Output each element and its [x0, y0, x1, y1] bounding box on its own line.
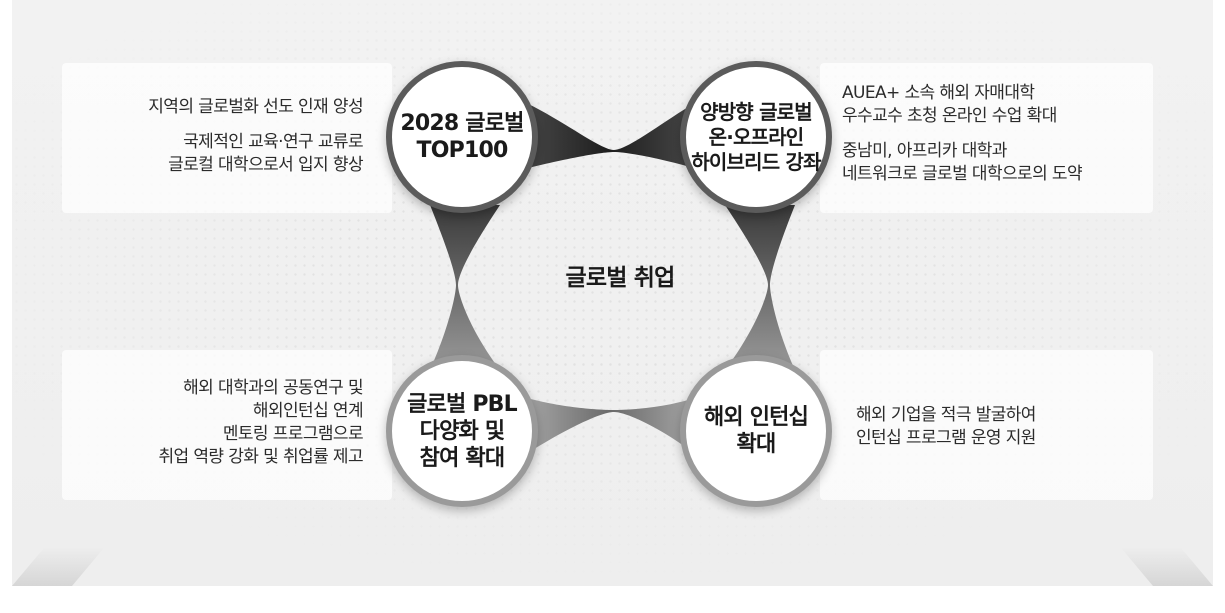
description-line: 인턴십 프로그램 운영 지원	[856, 428, 1036, 448]
description-line: 해외 기업을 적극 발굴하여	[856, 405, 1036, 425]
description-top-left: 지역의 글로벌화 선도 인재 양성 국제적인 교육·연구 교류로 글로컬 대학으…	[148, 96, 363, 177]
description-line: 해외인턴십 연계	[252, 401, 364, 421]
description-bottom-left: 해외 대학과의 공동연구 및 해외인턴십 연계 멘토링 프로그램으로 취업 역량…	[159, 377, 364, 469]
node-bottom-right: 해외 인턴십 확대	[680, 355, 832, 507]
node-label: 2028 글로벌 TOP100	[400, 111, 524, 163]
description-line: 지역의 글로벌화 선도 인재 양성	[148, 97, 363, 117]
description-line: 해외 대학과의 공동연구 및	[183, 378, 363, 398]
center-title: 글로벌 취업	[565, 265, 675, 291]
description-line: 우수교수 초청 온라인 수업 확대	[842, 106, 1057, 126]
description-panel-top-right	[820, 63, 1153, 213]
description-line: 네트워크로 글로벌 대학으로의 도약	[842, 164, 1083, 184]
node-label: 글로벌 PBL 다양화 및 참여 확대	[407, 391, 518, 471]
connector-left	[430, 205, 500, 370]
description-line: 글로컬 대학으로서 입지 향상	[168, 155, 364, 175]
description-panel-bottom-left	[62, 350, 392, 500]
connector-right	[725, 205, 795, 370]
connector-bottom	[520, 396, 700, 458]
description-line: 중남미, 아프리카 대학과	[842, 141, 1007, 161]
description-line: AUEA+ 소속 해외 자매대학	[842, 83, 1035, 103]
description-top-right: AUEA+ 소속 해외 자매대학 우수교수 초청 온라인 수업 확대 중남미, …	[842, 82, 1083, 186]
node-bottom-left: 글로벌 PBL 다양화 및 참여 확대	[386, 355, 538, 507]
description-panel-bottom-right	[820, 350, 1153, 500]
description-bottom-right: 해외 기업을 적극 발굴하여 인턴십 프로그램 운영 지원	[856, 404, 1036, 450]
node-top-right: 양방향 글로벌 온·오프라인 하이브리드 강좌	[680, 61, 832, 213]
connector-top	[520, 100, 700, 170]
node-label: 양방향 글로벌 온·오프라인 하이브리드 강좌	[691, 99, 821, 174]
description-line: 멘토링 프로그램으로	[222, 424, 364, 444]
node-top-left: 2028 글로벌 TOP100	[386, 61, 538, 213]
node-label: 해외 인턴십 확대	[703, 405, 809, 457]
description-line: 국제적인 교육·연구 교류로	[183, 132, 363, 152]
description-panel-top-left	[62, 63, 392, 213]
description-line: 취업 역량 강화 및 취업률 제고	[158, 447, 364, 467]
